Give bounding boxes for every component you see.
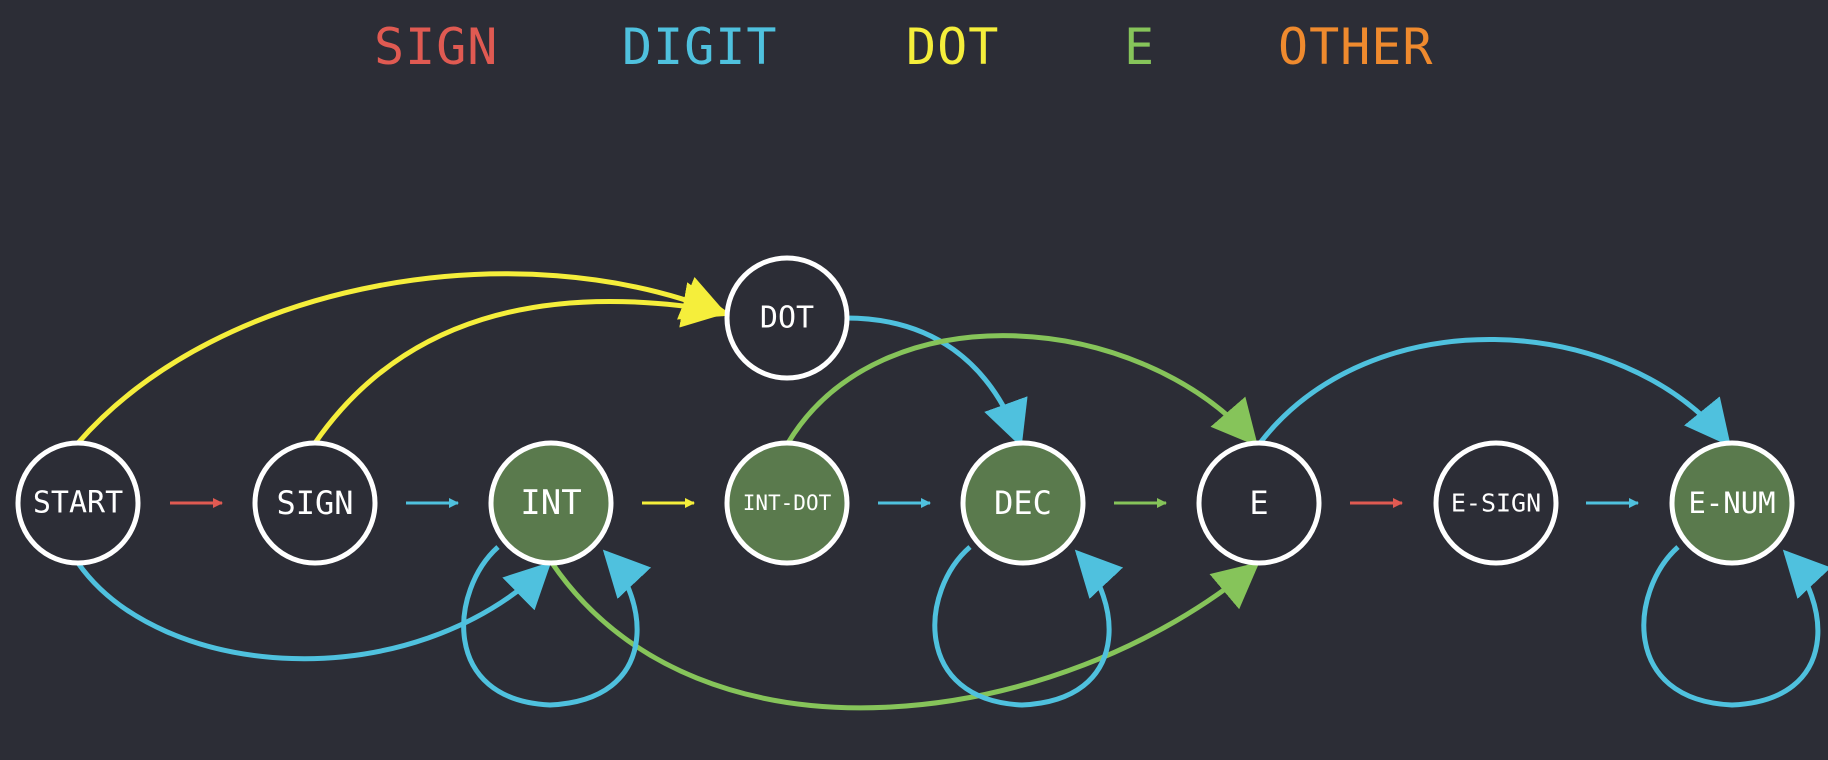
state-int-dot: INT-DOT (724, 440, 850, 566)
arrow-int-to-e (549, 561, 1260, 711)
state-e-num-label: E-NUM (1688, 486, 1775, 520)
state-int: INT (488, 440, 614, 566)
legend-other: OTHER (1278, 18, 1434, 76)
state-dot-label: DOT (760, 301, 814, 336)
loop-dec-digit (932, 545, 1124, 708)
arrow-start-to-dot (76, 271, 729, 445)
curved-transitions (75, 271, 1828, 711)
state-int-label: INT (520, 483, 581, 523)
state-int-dot-label: INT-DOT (743, 491, 832, 515)
state-int-circle (488, 440, 614, 566)
state-dec-circle (960, 440, 1086, 566)
legend-dot: DOT (906, 18, 999, 76)
state-e-num: E-NUM (1669, 440, 1795, 566)
states: START SIGN INT INT-DOT DEC E E-SIGN E-N (15, 255, 1795, 566)
state-sign: SIGN (252, 440, 378, 566)
state-dec-label: DEC (994, 484, 1052, 522)
state-dec: DEC (960, 440, 1086, 566)
state-e: E (1196, 440, 1322, 566)
state-start-label: START (33, 486, 123, 521)
loop-int-digit (461, 545, 652, 708)
state-start: START (15, 440, 141, 566)
legend: SIGN DIGIT DOT E OTHER (374, 18, 1434, 76)
arrow-dot-to-dec (845, 315, 1028, 448)
state-e-sign-circle (1433, 440, 1559, 566)
arrow-start-to-int (75, 561, 552, 662)
state-e-label: E (1249, 484, 1268, 522)
state-e-sign-label: E-SIGN (1451, 489, 1541, 518)
legend-digit: DIGIT (622, 18, 778, 76)
arrow-intdot-to-e (785, 333, 1259, 447)
loop-enum-digit (1641, 545, 1828, 708)
state-sign-circle (252, 440, 378, 566)
state-int-dot-circle (724, 440, 850, 566)
arrow-e-to-enum (1258, 337, 1731, 447)
state-dot: DOT (724, 255, 850, 381)
state-e-num-circle (1669, 440, 1795, 566)
state-start-circle (15, 440, 141, 566)
legend-e: E (1124, 18, 1155, 76)
state-dot-circle (724, 255, 850, 381)
state-e-sign: E-SIGN (1433, 440, 1559, 566)
arrow-sign-to-dot (312, 282, 729, 445)
legend-sign: SIGN (374, 18, 498, 76)
state-sign-label: SIGN (276, 484, 353, 522)
state-e-circle (1196, 440, 1322, 566)
